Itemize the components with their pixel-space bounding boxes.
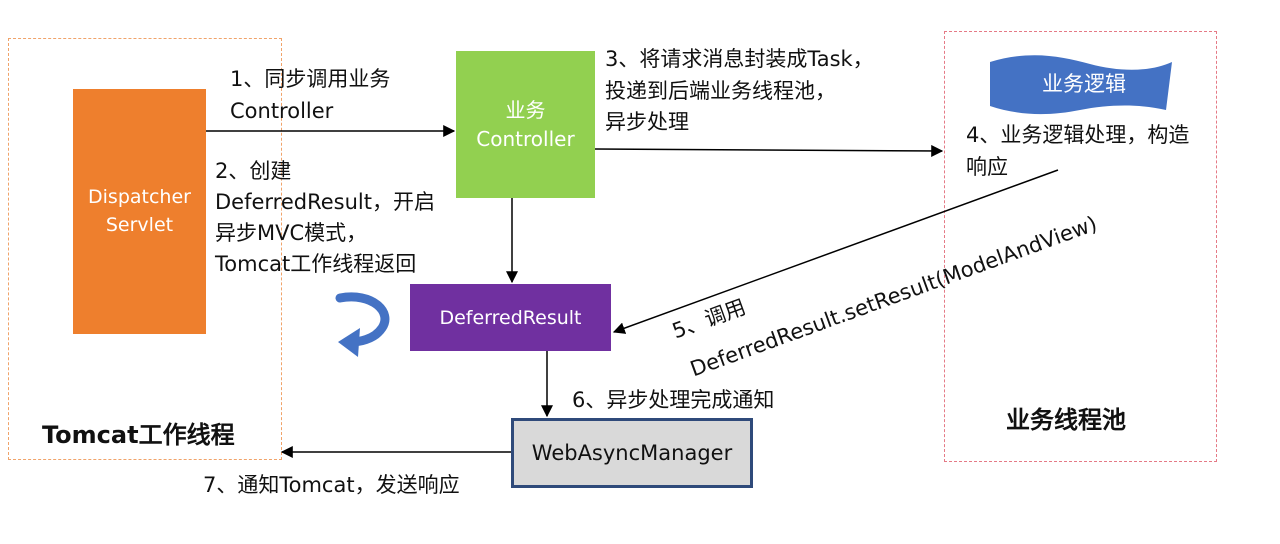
step4-line2: 响应 — [966, 154, 1008, 179]
dispatcher-servlet-node: DispatcherServlet — [73, 89, 206, 334]
step3-line3: 异步处理 — [605, 110, 689, 134]
curved-return-arrow — [335, 292, 390, 357]
deferred-result-node: DeferredResult — [410, 284, 611, 351]
business-logic-banner — [990, 55, 1172, 115]
step3-line2: 投递到后端业务线程池， — [605, 78, 836, 103]
tomcat-thread-title: Tomcat工作线程 — [42, 421, 235, 449]
dispatcher-servlet-label: DispatcherServlet — [88, 185, 191, 236]
step2-line2: DeferredResult，开启 — [215, 190, 435, 215]
business-controller-node: 业务 Controller — [456, 51, 595, 198]
step2-line1: 2、创建 — [215, 159, 292, 183]
step6-label: 6、异步处理完成通知 — [572, 388, 775, 412]
arrow-step5 — [612, 169, 1059, 334]
step2-line3: 异步MVC模式， — [215, 221, 368, 246]
business-thread-pool-container — [944, 31, 1217, 462]
step4-line1: 4、业务逻辑处理，构造 — [966, 123, 1190, 147]
step4-label: 4、业务逻辑处理，构造 响应 — [966, 120, 1189, 183]
step2-label: 2、创建 DeferredResult，开启 异步MVC模式， Tomcat工作… — [215, 156, 435, 280]
arrow-step3 — [594, 144, 944, 157]
web-async-manager-node: WebAsyncManager — [511, 418, 753, 488]
step3-line1: 3、将请求消息封装成Task， — [605, 47, 874, 71]
web-async-manager-label: WebAsyncManager — [531, 441, 733, 465]
step7-label: 7、通知Tomcat，发送响应 — [203, 473, 460, 497]
step1-label: 1、同步调用业务 Controller — [230, 64, 390, 127]
step1-line2: Controller — [230, 98, 334, 123]
controller-label-line1: 业务 — [505, 97, 546, 122]
deferred-result-label: DeferredResult — [439, 306, 582, 329]
business-logic-label: 业务逻辑 — [1042, 72, 1126, 96]
step2-line4: Tomcat工作线程返回 — [215, 252, 417, 277]
controller-label-line2: Controller — [476, 126, 575, 151]
step1-line1: 1、同步调用业务 — [230, 67, 391, 91]
business-pool-title: 业务线程池 — [1006, 406, 1126, 434]
tomcat-thread-container — [8, 38, 282, 460]
step3-label: 3、将请求消息封装成Task， 投递到后端业务线程池， 异步处理 — [605, 44, 874, 139]
